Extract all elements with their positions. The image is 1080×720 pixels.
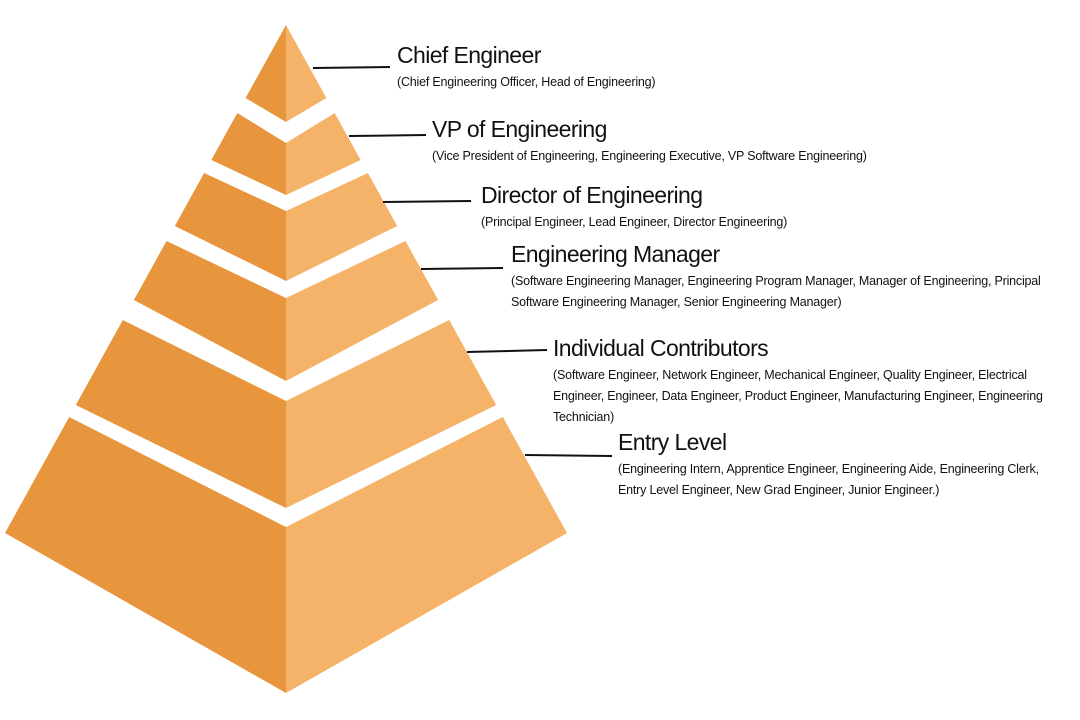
pyramid-tier-1-left-face xyxy=(211,113,286,195)
level-label-individual-contributors: Individual Contributors (Software Engine… xyxy=(553,334,1073,428)
level-label-director-of-engineering: Director of Engineering (Principal Engin… xyxy=(481,181,787,233)
pyramid-tier-3-right-face xyxy=(286,241,439,381)
level-label-chief-engineer: Chief Engineer (Chief Engineering Office… xyxy=(397,41,656,93)
pyramid-tier-0-right-face xyxy=(286,25,327,122)
level-title: Individual Contributors xyxy=(553,335,769,361)
connector-line-5 xyxy=(524,454,613,457)
connector-line-0 xyxy=(312,66,391,69)
level-description: (Software Engineering Manager, Engineeri… xyxy=(511,274,1041,309)
pyramid-tier-2-left-face xyxy=(174,173,286,281)
pyramid-tier-3-left-face xyxy=(133,241,286,381)
level-label-engineering-manager: Engineering Manager (Software Engineerin… xyxy=(511,240,1051,313)
pyramid-tier-2-right-face xyxy=(286,173,398,281)
pyramid-tier-4-left-face xyxy=(75,320,286,508)
level-description: (Chief Engineering Officer, Head of Engi… xyxy=(397,75,656,89)
pyramid-tier-4-right-face xyxy=(286,320,497,508)
level-title: Engineering Manager xyxy=(511,241,720,267)
level-description: (Engineering Intern, Apprentice Engineer… xyxy=(618,462,1039,497)
connector-line-4 xyxy=(466,349,548,353)
pyramid-tier-0-left-face xyxy=(245,25,286,122)
pyramid-tier-5-left-face xyxy=(5,417,286,693)
level-title: VP of Engineering xyxy=(432,116,607,142)
level-title: Entry Level xyxy=(618,429,727,455)
connector-line-2 xyxy=(382,200,472,203)
level-description: (Software Engineer, Network Engineer, Me… xyxy=(553,368,1043,424)
pyramid-tier-5-right-face xyxy=(286,417,567,693)
level-title: Chief Engineer xyxy=(397,42,541,68)
level-label-vp-of-engineering: VP of Engineering (Vice President of Eng… xyxy=(432,115,867,167)
level-label-entry-level: Entry Level (Engineering Intern, Apprent… xyxy=(618,428,1058,501)
level-description: (Principal Engineer, Lead Engineer, Dire… xyxy=(481,215,788,229)
level-description: (Vice President of Engineering, Engineer… xyxy=(432,149,867,163)
connector-line-1 xyxy=(348,134,427,137)
level-title: Director of Engineering xyxy=(481,182,703,208)
pyramid-tier-1-right-face xyxy=(286,113,361,195)
connector-line-3 xyxy=(420,267,504,270)
